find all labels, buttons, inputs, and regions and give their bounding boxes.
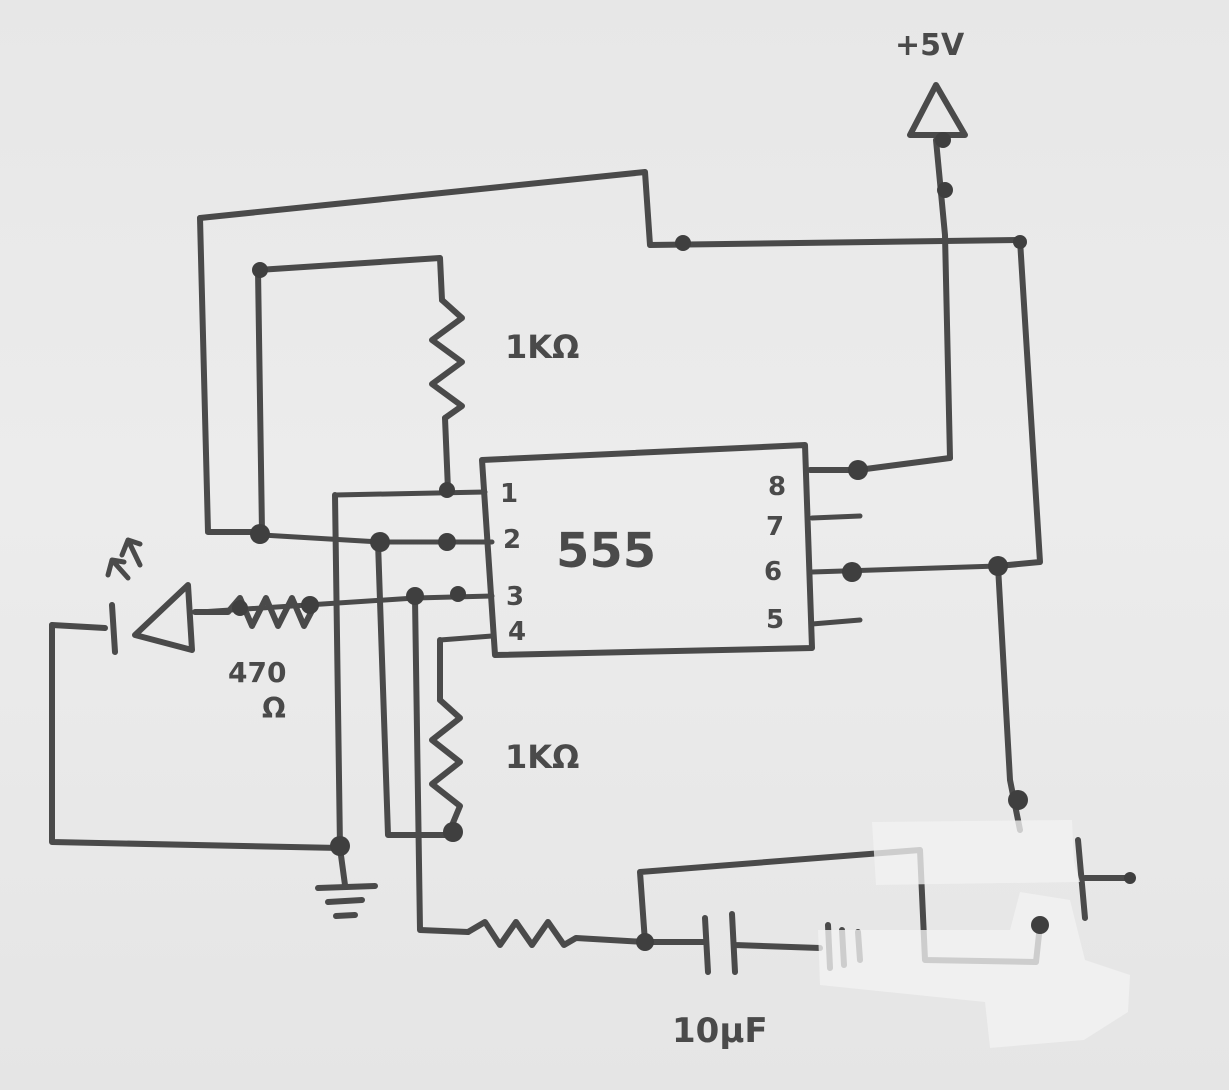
pin7-stub [809,513,863,521]
resistor-top-label: 1KΩ [505,328,579,366]
wire-upper-resistor-feed [255,255,445,535]
ground-symbol [315,883,378,919]
wire-pin3-down [412,595,471,935]
tape-strip-2 [818,892,1130,1048]
junction-cap-left [636,933,654,951]
pin5-stub [809,617,863,627]
wire-led-return [49,622,343,851]
wire-left-loop [197,215,265,535]
led-resistor-value: 470 [228,656,286,689]
led-cathode-bar [49,602,118,655]
junction-ground [330,836,350,856]
pin-5-label: 5 [766,605,784,635]
junction-resistor-bottom [443,822,463,842]
pushbutton-switch [1075,837,1133,921]
junction-switch [1031,916,1049,934]
resistor-bottom [429,697,463,833]
pin-7-label: 7 [766,512,784,542]
junction-switch-top [1008,790,1028,810]
power-supply-symbol [907,82,968,138]
junction-pin6-right [988,556,1008,576]
led-symbol [132,582,195,653]
capacitor-10uf [642,911,823,975]
wire-pin8-vcc [807,455,953,473]
wire-top-loop [197,169,1043,569]
pin-3-label: 3 [506,582,524,612]
wire-vcc-vertical [933,137,953,461]
resistor-top [429,297,465,421]
capacitor-label: 10μF [672,1011,768,1051]
junction-vcc-top [935,132,951,148]
ic-555-body [479,442,815,658]
resistor-470 [192,595,318,629]
junction-switch-end [1124,872,1136,884]
junction-vcc [937,182,953,198]
junction-pin2-right [438,533,456,551]
chip-label: 555 [556,523,656,579]
resistor-bottom-label: 1KΩ [505,738,579,776]
pin-2-label: 2 [503,525,521,555]
pin-6-label: 6 [764,557,782,587]
pin-8-label: 8 [768,472,786,502]
pin-1-label: 1 [500,479,518,509]
junction-pin3-right [450,586,466,602]
junction-pin8 [848,460,868,480]
junction-led-resistor [232,600,248,616]
wire-ground-rail [332,492,348,888]
wire-pin2-down [375,539,458,838]
junction-pin6 [842,562,862,582]
junction-pin1 [439,482,455,498]
power-label: +5V [895,28,965,63]
resistor-lower [465,919,648,948]
wire-resistor-top-to-pin1 [442,415,451,493]
junction-pin3-mid [406,587,424,605]
led-arrow-2 [119,537,143,568]
tape-strip-1 [872,820,1080,885]
junction-pin2-left [250,524,270,544]
pin1-wire [332,489,488,498]
wire-pin6-down [995,563,1023,833]
pin4-wire [437,633,495,643]
junction-pin2-mid [370,532,390,552]
junction-top-right [1013,235,1027,249]
led-arrow-1 [105,557,131,581]
led-resistor-unit: Ω [262,692,286,725]
junction-upper-left [252,262,268,278]
pin6-wire [809,563,1001,575]
pin-4-label: 4 [508,617,526,647]
junction-led-resistor-right [301,596,319,614]
junction-top [675,235,691,251]
